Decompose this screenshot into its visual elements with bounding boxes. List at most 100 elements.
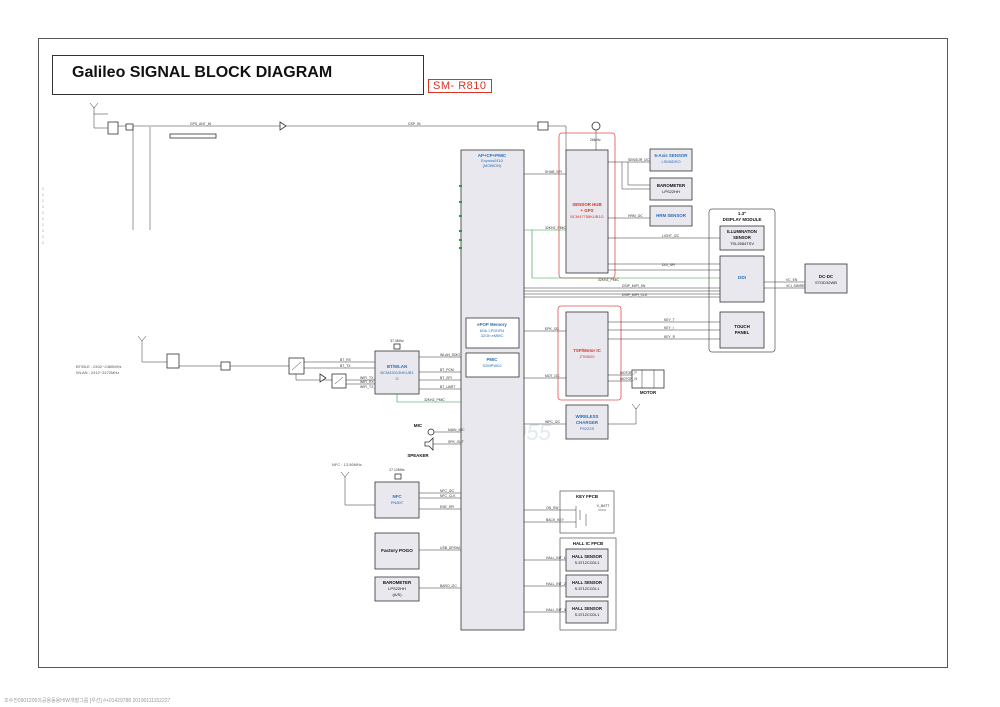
barometer-top-block: BAROMETER LPS22HH xyxy=(649,177,693,201)
svg-text:1: 1 xyxy=(42,217,44,221)
touch-panel-title2: PANEL xyxy=(735,330,750,335)
dcdc-part: STOD32WB xyxy=(815,280,837,285)
hall-sensor-2 xyxy=(565,574,609,598)
wpc-coil-icon xyxy=(631,403,641,410)
barometer-top-title: BAROMETER xyxy=(657,183,686,188)
barometer-bottom-title: BAROMETER xyxy=(383,580,412,585)
signal-usb: USB_DP/DM xyxy=(440,546,460,550)
barometer-top-part: LPS22HH xyxy=(662,189,680,194)
nfc-freq: NFC : 13.56MHz xyxy=(332,462,362,467)
key-fpcb-group: KEY FPCB V_BATT xyxy=(559,490,615,534)
gps-antenna-chain: GPS_ANT_IN GSP_IN 26MHz xyxy=(89,102,601,230)
signal-hall-int-2: HALL_INT_2 xyxy=(546,582,566,586)
pmic-part: S2MPW02 xyxy=(482,363,502,368)
signal-vc-en: VC_EN xyxy=(786,278,798,282)
pmic-block: PMIC S2MPW02 xyxy=(465,352,520,378)
bt-wlan-block: BT/WLAN BCM43013HKUB1 G 37.4MHz xyxy=(374,339,420,395)
display-module-group: 1.3" DISPLAY MODULE ILLUMINATION SENSOR … xyxy=(708,208,776,353)
signal-bt-rx: BT_RX xyxy=(340,358,352,362)
six-axis-part: LSM6DSO xyxy=(661,159,680,164)
tsp-motor-group: TSP/Motor IC ZTM620 xyxy=(557,305,622,401)
signal-wifi-tx-d: WIFI_TX_D xyxy=(360,385,378,389)
signal-mot-i2c: MOT_I2C xyxy=(545,374,560,378)
illumination-part: TSL2584TSV xyxy=(730,241,754,246)
pmic-title: PMIC xyxy=(487,357,499,362)
signal-epk-i2c: EPK_I2C xyxy=(545,327,559,331)
signal-spk-out: SPK_OUT xyxy=(448,440,464,444)
gps-crystal-label: 26MHz xyxy=(590,138,601,142)
gps-antenna-connector xyxy=(107,121,119,135)
ddi-title: DDI xyxy=(738,275,746,280)
wireless-charger-block: WIRELESS CHARGER P9222S xyxy=(565,404,609,440)
title-box xyxy=(52,55,424,95)
svg-text:1: 1 xyxy=(42,193,44,197)
ap-part: Exynos9110 xyxy=(481,158,503,163)
signal-mipi-sn: DSIP_MIPI_SN xyxy=(622,284,646,288)
bt-wlan-part2: G xyxy=(395,376,398,381)
signal-bt-uart: BT_UART xyxy=(440,385,455,389)
gps-lna-icon xyxy=(279,121,287,131)
speaker-icon xyxy=(424,437,434,451)
signal-bt-spi: BT_SPI xyxy=(440,376,452,380)
ap-title: AP+CP+PMIC xyxy=(478,153,507,158)
nfc-crystal xyxy=(394,473,402,480)
dcdc-title: DC-DC xyxy=(819,274,834,279)
signal-wlan-sdio: WLAN_SDIO xyxy=(440,353,460,357)
wireless-title2: CHARGER xyxy=(576,420,599,425)
signal-sensor-i2c: SENSOR_I2C xyxy=(628,158,650,162)
bt-ble-freq: BT/BLE : 2402~2480MHz xyxy=(76,364,121,369)
barometer-bottom-variant: (A/S) xyxy=(392,592,402,597)
svg-text:1: 1 xyxy=(42,211,44,215)
signal-wpc-i2c: WPC_I2C xyxy=(545,420,561,424)
svg-text:1: 1 xyxy=(42,241,44,245)
signal-ddi-spi: DDI_SPI xyxy=(662,263,675,267)
ap-part-note: (MOBIDN) xyxy=(483,163,502,168)
barometer-bottom-block: BAROMETER LPS22HH (A/S) xyxy=(374,576,420,602)
bt-crystal xyxy=(393,343,401,350)
signal-hall-int-3: HALL_INT_3 xyxy=(546,608,566,612)
hall-fpcb-group: HALL IC FPCB HALL SENSOR S-5712CCDL1 HAL… xyxy=(559,537,617,631)
epop-block: ePOP Memory 6Gb LPDDR4 32Gb eMMC xyxy=(465,317,520,349)
factory-pogo-block: Factory POGO xyxy=(374,532,420,570)
bt-wlan-part: BCM43013HKUB1 xyxy=(380,370,414,375)
key-vbatt: V_BATT xyxy=(597,504,610,508)
wifi-switch xyxy=(331,373,347,389)
six-axis-block: 6-Axis SENSOR LSM6DSO xyxy=(649,148,693,172)
signal-wifi-tx: WIFI_TX_P xyxy=(360,376,378,380)
signal-32khz-a: 32KHZ_PMIC xyxy=(545,226,566,230)
mic-icon xyxy=(427,428,435,436)
signal-key-t: KEY_T xyxy=(664,318,675,322)
signal-baro-i2c: BARO_I2C xyxy=(440,584,457,588)
display-module-title: 1.3" xyxy=(738,211,746,216)
signal-gps-ant-in: GPS_ANT_IN xyxy=(190,122,212,126)
hrm-title: HRM SENSOR xyxy=(656,213,687,218)
gps-filter xyxy=(537,121,549,131)
sensor-hub-title2: + GPS xyxy=(580,208,593,213)
hall-sensor-1-part: S-5712CCDL1 xyxy=(575,561,600,565)
factory-pogo-title: Factory POGO xyxy=(381,548,413,553)
hall-sensor-3-title: HALL SENSOR xyxy=(572,606,602,611)
page-title: Galileo SIGNAL BLOCK DIAGRAM xyxy=(72,64,333,81)
display-module-title2: DISPLAY MODULE xyxy=(723,217,762,222)
svg-text:1: 1 xyxy=(42,229,44,233)
signal-nfc-i2c: NFC_I2C xyxy=(440,489,455,493)
bt-crystal-label: 37.4MHz xyxy=(390,339,404,343)
touch-panel-block xyxy=(719,311,765,349)
bt-wlan-title: BT/WLAN xyxy=(387,364,407,369)
tsp-title: TSP/Motor IC xyxy=(573,348,601,353)
nfc-crystal-label: 27.12MHz xyxy=(389,468,405,472)
drawing-frame xyxy=(38,38,948,668)
hall-sensor-1 xyxy=(565,548,609,572)
signal-vci-swire: VCI_SWIRE xyxy=(786,284,805,288)
illumination-title: ILLUMINATION xyxy=(727,229,757,234)
epop-title: ePOP Memory xyxy=(477,322,507,327)
svg-text:1: 1 xyxy=(42,235,44,239)
signal-key-i: KEY_I xyxy=(664,326,674,330)
sensor-hub-title: SENSOR HUB xyxy=(572,202,601,207)
barometer-bottom-part: LPS22HH xyxy=(388,586,406,591)
bt-wlan-antenna: BT/BLE : 2402~2480MHz WLAN : 2412~2472MH… xyxy=(76,335,379,389)
signal-shub-spi: SHUB_SPI xyxy=(545,170,562,174)
epop-line1: 6Gb LPDDR4 xyxy=(480,328,505,333)
nfc-part: PN80T xyxy=(391,500,404,505)
